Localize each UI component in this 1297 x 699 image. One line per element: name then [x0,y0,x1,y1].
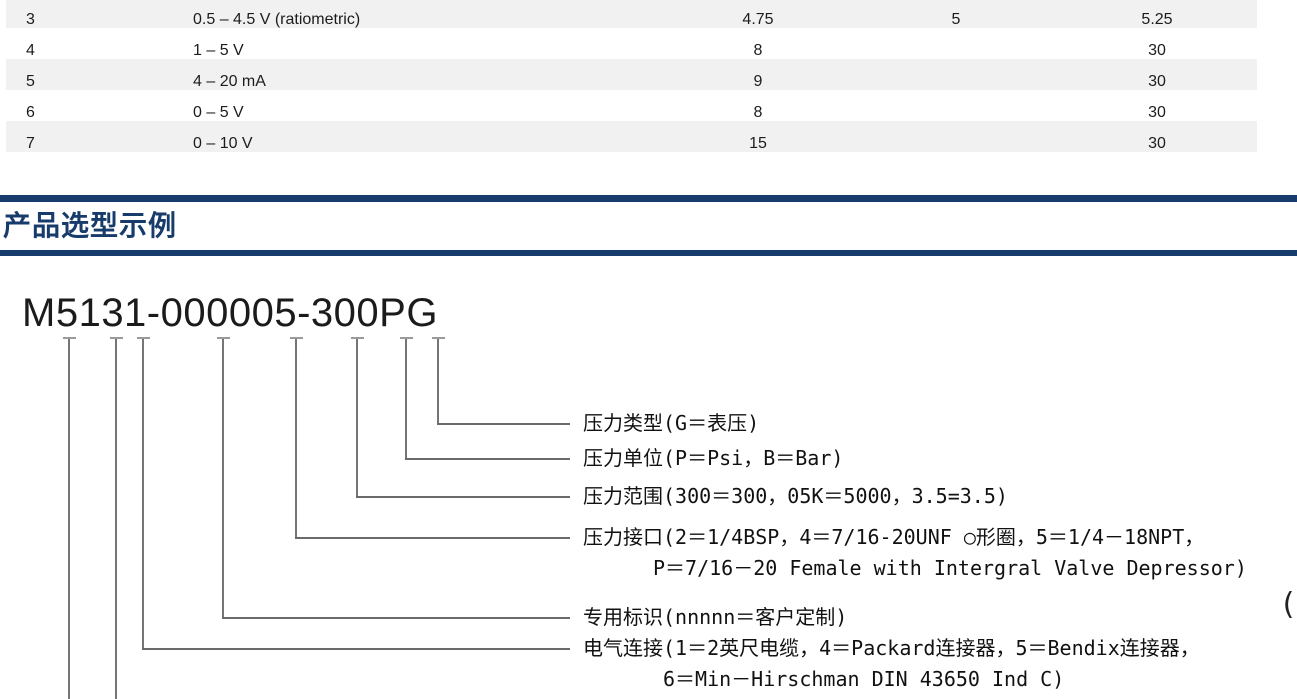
row-number: 3 [26,11,35,28]
row-value-1: 9 [753,73,763,90]
row-number: 6 [26,104,35,121]
row-description: 0 – 5 V [193,104,244,121]
code-label-text: 压力类型(G＝表压) [583,411,760,435]
row-value-1: 4.75 [742,11,774,28]
connector-cap [351,337,364,339]
connector-cap [290,337,303,339]
row-description: 0.5 – 4.5 V (ratiometric) [193,11,361,28]
connector-stem [115,339,117,699]
connector-cap [137,337,150,339]
section-rule-top [0,195,1297,202]
part-number: M5131-000005-300PG [22,291,438,335]
row-number: 7 [26,135,35,152]
connector-elbow [222,617,570,619]
code-label-text: 压力单位(P＝Psi，B＝Bar) [583,446,844,470]
row-description: 0 – 10 V [193,135,253,152]
connector-cap [63,337,76,339]
row-value-1: 8 [753,104,763,121]
row-number: 4 [26,42,35,59]
connector-stem [405,339,407,460]
connector-stem [295,339,297,539]
table-row: 7 0 – 10 V 15 30 [6,121,1257,152]
connector-cap [432,337,445,339]
row-value-3: 5.25 [1141,11,1173,28]
section-title: 产品选型示例 [3,210,178,241]
table-row: 6 0 – 5 V 8 30 [6,90,1257,121]
code-label-text: P＝7/16－20 Female with Intergral Valve De… [653,556,1247,580]
row-value-3: 30 [1148,42,1166,59]
code-label-text: 6＝Min－Hirschman DIN 43650 Ind C) [663,667,1065,691]
row-number: 5 [26,73,35,90]
row-description: 4 – 20 mA [193,73,266,90]
connector-cap [400,337,413,339]
connector-elbow [295,537,570,539]
connector-stem [68,339,70,699]
code-label-text: 专用标识(nnnnn＝客户定制) [583,605,848,629]
code-label-text: 压力范围(300＝300，05K＝5000，3.5=3.5) [583,484,1008,508]
connector-stem [437,339,439,425]
connector-elbow [405,458,570,460]
code-label-electrical-connection: 电气连接(1＝2英尺电缆，4＝Packard连接器，5＝Bendix连接器， 6… [583,637,1200,690]
row-value-1: 8 [753,42,763,59]
connector-stem [222,339,224,619]
row-description: 1 – 5 V [193,42,244,59]
connector-elbow [437,423,570,425]
row-value-2: 5 [951,11,961,28]
code-label-pressure-type: 压力类型(G＝表压) [583,412,759,434]
page-edge-fragment: ( [1279,587,1297,622]
table-row: 5 4 – 20 mA 9 30 [6,59,1257,90]
code-label-special-id: 专用标识(nnnnn＝客户定制) [583,606,847,628]
code-label-text: 电气连接(1＝2英尺电缆，4＝Packard连接器，5＝Bendix连接器， [583,636,1200,660]
connector-stem [356,339,358,498]
code-label-text: 压力接口(2＝1/4BSP，4＝7/16-20UNF ○形圈，5＝1/4－18N… [583,525,1205,549]
code-label-pressure-port: 压力接口(2＝1/4BSP，4＝7/16-20UNF ○形圈，5＝1/4－18N… [583,526,1247,579]
table-row: 4 1 – 5 V 8 30 [6,28,1257,59]
connector-elbow [356,496,570,498]
connector-cap [217,337,230,339]
table-row: 3 0.5 – 4.5 V (ratiometric) 4.75 5 5.25 [6,0,1257,28]
connector-elbow [142,648,570,650]
section-rule-bottom [0,250,1297,256]
row-value-3: 30 [1148,73,1166,90]
code-label-pressure-unit: 压力单位(P＝Psi，B＝Bar) [583,447,843,469]
code-label-pressure-range: 压力范围(300＝300，05K＝5000，3.5=3.5) [583,485,1008,507]
connector-cap [110,337,123,339]
row-value-3: 30 [1148,104,1166,121]
row-value-3: 30 [1148,135,1166,152]
connector-stem [142,339,144,650]
row-value-1: 15 [749,135,767,152]
